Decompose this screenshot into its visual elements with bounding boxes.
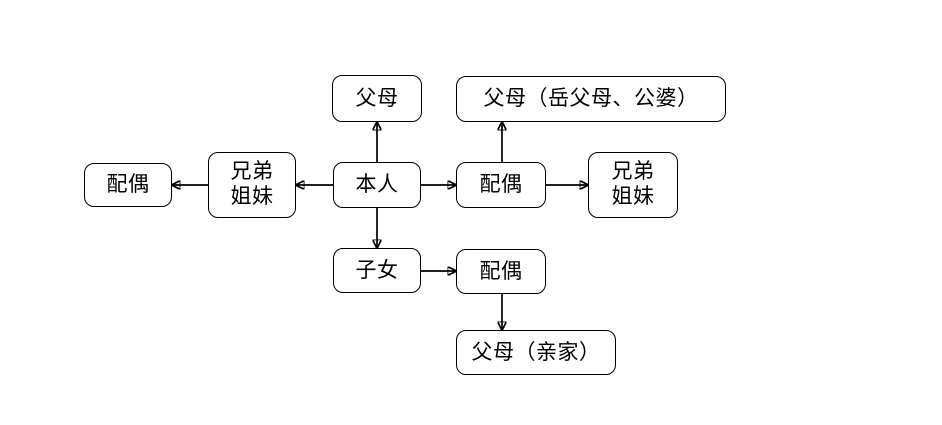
node-spouse_left: 配偶 [84,163,172,207]
node-parents_in_law: 父母（岳父母、公婆） [456,76,726,122]
node-parents_kin: 父母（亲家） [456,330,616,375]
node-parents_self: 父母 [332,75,422,122]
node-siblings_right: 兄弟 姐妹 [588,152,678,218]
node-spouse_center: 配偶 [456,162,546,208]
node-spouse_child: 配偶 [456,249,546,294]
node-children: 子女 [333,248,421,293]
node-siblings_left: 兄弟 姐妹 [208,152,296,218]
node-self: 本人 [333,162,421,208]
